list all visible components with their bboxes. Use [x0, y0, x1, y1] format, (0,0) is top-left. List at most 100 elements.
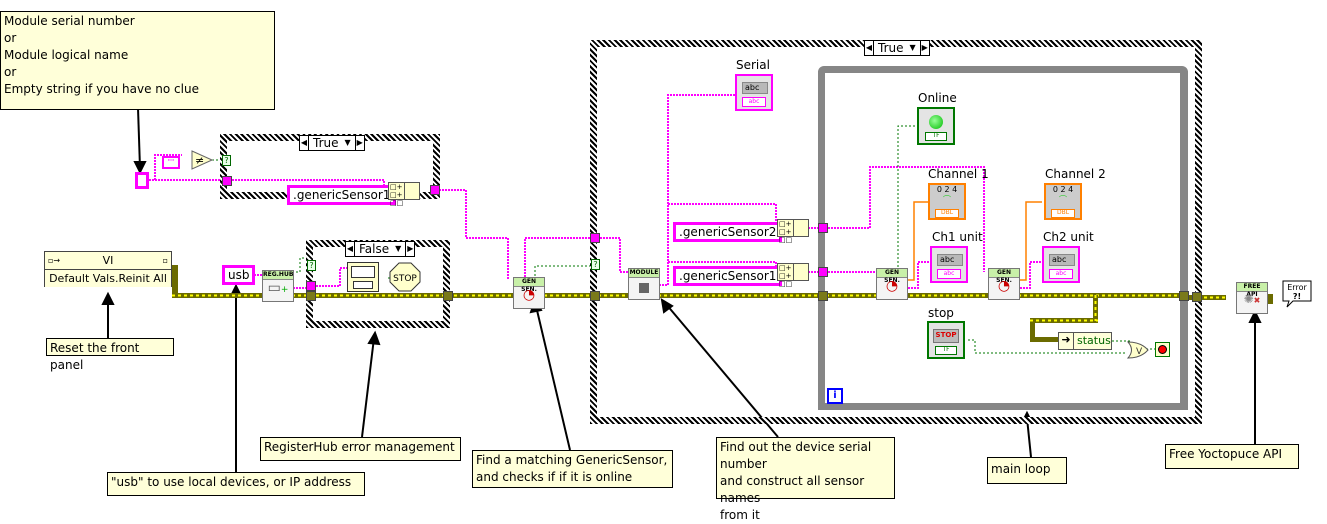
- led-icon: [929, 115, 943, 129]
- comment-usb-hint: "usb" to use local devices, or IP addres…: [107, 472, 365, 496]
- online-indicator[interactable]: TF: [917, 107, 955, 145]
- error-tunnel: [306, 291, 316, 301]
- reference-out-icon: ▫: [162, 256, 168, 265]
- serial-abc-display: abc: [742, 82, 768, 94]
- generic-sensor1-constant[interactable]: .genericSensor1: [287, 185, 397, 205]
- gen-sen-subvi-ch1[interactable]: GEN SEN. ◔: [876, 268, 908, 300]
- channel2-label: Channel 2: [1045, 167, 1106, 181]
- concatenate-strings-icon: □+□+□□: [777, 263, 809, 288]
- arrow-head: [367, 330, 381, 346]
- case-selector-terminal: ?: [222, 155, 231, 166]
- ch2-unit-indicator[interactable]: abc abc: [1042, 246, 1080, 283]
- comment-find-sensor: Find a matching GenericSensor, and check…: [472, 450, 673, 488]
- loop-condition-terminal[interactable]: [1155, 342, 1170, 357]
- error-tunnel: [1192, 292, 1202, 302]
- case-selector-1[interactable]: ◀ True ▼ ▶: [299, 135, 365, 151]
- while-loop[interactable]: [818, 66, 1188, 410]
- decrement-arrow-icon[interactable]: ◀: [300, 138, 308, 147]
- chip-icon: [639, 283, 649, 293]
- error-tunnel: [443, 291, 453, 301]
- svg-text:V: V: [1136, 347, 1143, 357]
- arrow-head: [101, 291, 115, 305]
- string-tunnel: [306, 281, 316, 291]
- module-name-control[interactable]: [135, 172, 149, 189]
- invoke-node-class: VI: [102, 254, 114, 267]
- spider-icon: ✺✖: [1243, 292, 1261, 306]
- ch1-unit-label: Ch1 unit: [932, 230, 983, 244]
- case-selector-2[interactable]: ◀ False▼ ▶: [345, 241, 416, 257]
- case-selector-terminal: ?: [591, 259, 600, 270]
- channel1-gauge[interactable]: 0 2 4⌒ DBL: [928, 183, 966, 220]
- increment-arrow-icon[interactable]: ▶: [356, 138, 363, 147]
- string-wire: [154, 154, 182, 180]
- stop-if-true-icon: [1158, 345, 1167, 354]
- invoke-node-method[interactable]: Default Vals.Reinit All: [45, 270, 171, 287]
- string-type-icon: abc: [937, 269, 961, 279]
- stop-label: stop: [928, 306, 954, 320]
- stop-button-control[interactable]: STOP TF: [927, 321, 965, 359]
- or-gate-icon: V: [1127, 341, 1149, 359]
- ch1-unit-display: abc: [937, 254, 963, 266]
- decrement-arrow-icon[interactable]: ◀: [865, 43, 873, 52]
- gen-sen-header: GEN SEN.: [877, 269, 907, 284]
- arrow-registerhub: [361, 337, 375, 438]
- generic-sensor2-constant[interactable]: .genericSensor2: [673, 222, 783, 242]
- usb-constant[interactable]: usb: [222, 265, 256, 285]
- gen-sen-subvi-ch2[interactable]: GEN SEN. ◔: [988, 268, 1020, 300]
- gen-sen-subvi[interactable]: GEN SEN. ◔: [513, 277, 545, 309]
- increment-arrow-icon[interactable]: ▶: [407, 244, 414, 253]
- empty-string-constant: "": [162, 156, 180, 169]
- gauge-icon: 0 2 4⌒: [936, 185, 958, 204]
- usb-plug-icon: ▭+: [267, 280, 289, 296]
- string-wire: [524, 237, 594, 280]
- arrow-head: [133, 161, 147, 175]
- dropdown-arrow-icon[interactable]: ▼: [395, 244, 402, 253]
- decrement-arrow-icon[interactable]: ◀: [346, 244, 354, 253]
- case-selector-terminal: ?: [307, 260, 316, 271]
- svg-text:STOP: STOP: [393, 274, 417, 284]
- dropdown-arrow-icon[interactable]: ▼: [344, 138, 351, 147]
- channel1-label: Channel 1: [928, 167, 989, 181]
- reg-hub-subvi[interactable]: REG.HUB ▭+: [262, 270, 294, 302]
- free-api-subvi[interactable]: FREE API ✺✖: [1236, 282, 1268, 314]
- string-tunnel: [590, 233, 600, 243]
- stop-button-face: STOP: [933, 329, 959, 343]
- generic-sensor1-loop-constant[interactable]: .genericSensor1: [673, 266, 783, 286]
- comment-reset-panel: Reset the front panel: [46, 338, 174, 372]
- module-subvi[interactable]: MODULE: [628, 268, 660, 300]
- boolean-wire: [292, 257, 306, 273]
- not-equal-icon: ≠: [191, 150, 213, 170]
- svg-text:≠: ≠: [195, 154, 204, 167]
- concatenate-strings-icon: □+□+□□: [777, 219, 809, 244]
- string-loop-tunnel: [818, 267, 828, 277]
- serial-label: Serial: [736, 58, 770, 72]
- ch2-unit-label: Ch2 unit: [1043, 230, 1094, 244]
- stop-sign-icon: STOP: [389, 262, 421, 292]
- serial-indicator[interactable]: abc abc: [735, 74, 773, 111]
- arrow-right-icon: ➜: [1059, 333, 1074, 349]
- arrow-find-sensor: [535, 305, 571, 451]
- case-selector-label: True: [878, 41, 904, 55]
- string-loop-tunnel: [818, 223, 828, 233]
- unbundle-by-name[interactable]: ➜ status: [1058, 332, 1112, 350]
- gauge-icon: ◔: [997, 278, 1011, 294]
- string-type-icon: abc: [1049, 269, 1073, 279]
- invoke-node[interactable]: ▫→ VI ▫ Default Vals.Reinit All: [44, 251, 172, 287]
- online-label: Online: [918, 91, 957, 105]
- error-tunnel: [590, 291, 600, 301]
- case-selector-3[interactable]: ◀ True ▼ ▶: [864, 40, 930, 56]
- gen-sen-header: GEN SEN.: [989, 269, 1019, 284]
- channel2-gauge[interactable]: 0 2 4⌒ DBL: [1044, 183, 1082, 220]
- increment-arrow-icon[interactable]: ▶: [921, 43, 928, 52]
- arrow-module-input: [137, 107, 141, 169]
- ch1-unit-indicator[interactable]: abc abc: [930, 246, 968, 283]
- arrow-main-loop: [1026, 417, 1032, 458]
- simple-error-handler-icon: [347, 262, 379, 292]
- dropdown-arrow-icon[interactable]: ▼: [909, 43, 916, 52]
- comment-free-api: Free Yoctopuce API: [1165, 444, 1299, 469]
- arrow-head: [1248, 309, 1262, 323]
- free-api-header: FREE API: [1237, 283, 1267, 298]
- concatenate-strings-icon: □+□+□□: [388, 182, 420, 207]
- case-selector-label: True: [313, 136, 339, 150]
- boolean-wire: [534, 265, 592, 280]
